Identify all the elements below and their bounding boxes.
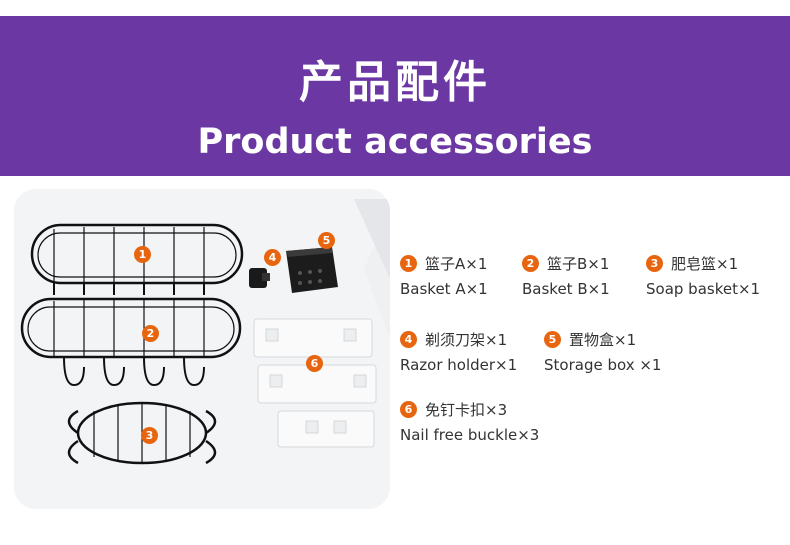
basket-a-drawing <box>30 223 244 295</box>
accessory-item-soap-basket: 3 肥皂篮×1 Soap basket×1 <box>646 253 760 299</box>
item-number-badge: 5 <box>544 330 561 348</box>
item-number-badge: 4 <box>400 330 417 348</box>
photo-badge-1: 1 <box>134 246 151 263</box>
basket-b-drawing <box>20 297 242 387</box>
nail-free-buckles-drawing <box>253 318 377 448</box>
photo-badge-3: 3 <box>141 427 158 444</box>
accessory-item-nail-free-buckle: 6 免钉卡扣×3 Nail free buckle×3 <box>400 399 539 445</box>
item-number-badge: 6 <box>400 400 417 418</box>
photo-badge-2: 2 <box>142 325 159 342</box>
item-label-en: Razor holder×1 <box>400 356 518 374</box>
page-title-chinese: 产品配件 <box>299 57 491 108</box>
photo-badge-6: 6 <box>306 355 323 372</box>
item-label-cn: 篮子B×1 <box>547 254 610 273</box>
item-label-en: Storage box ×1 <box>544 356 662 374</box>
item-label-en: Nail free buckle×3 <box>400 426 540 444</box>
product-photo: 1 2 3 4 5 6 <box>14 189 390 509</box>
item-label-en: Basket B×1 <box>522 280 610 298</box>
accessory-item-razor-holder: 4 剃须刀架×1 Razor holder×1 <box>400 329 517 375</box>
accessory-item-basket-b: 2 篮子B×1 Basket B×1 <box>522 253 610 299</box>
item-label-cn: 肥皂篮×1 <box>671 254 739 273</box>
item-label-en: Basket A×1 <box>400 280 488 298</box>
razor-holder-drawing <box>249 268 270 288</box>
item-label-en: Soap basket×1 <box>646 280 761 298</box>
item-number-badge: 1 <box>400 254 417 272</box>
storage-box-drawing <box>286 247 338 293</box>
header-banner: 产品配件 Product accessories <box>0 16 790 176</box>
accessory-item-basket-a: 1 篮子A×1 Basket A×1 <box>400 253 488 299</box>
item-label-cn: 置物盒×1 <box>569 330 637 349</box>
item-number-badge: 2 <box>522 254 539 272</box>
photo-badge-4: 4 <box>264 249 281 266</box>
page-title-english: Product accessories <box>197 122 593 162</box>
accessory-item-storage-box: 5 置物盒×1 Storage box ×1 <box>544 329 661 375</box>
item-label-cn: 篮子A×1 <box>425 254 488 273</box>
item-label-cn: 免钉卡扣×3 <box>425 400 508 419</box>
item-number-badge: 3 <box>646 254 663 272</box>
item-label-cn: 剃须刀架×1 <box>425 330 508 349</box>
photo-badge-5: 5 <box>318 232 335 249</box>
accessories-illustration <box>14 189 390 509</box>
